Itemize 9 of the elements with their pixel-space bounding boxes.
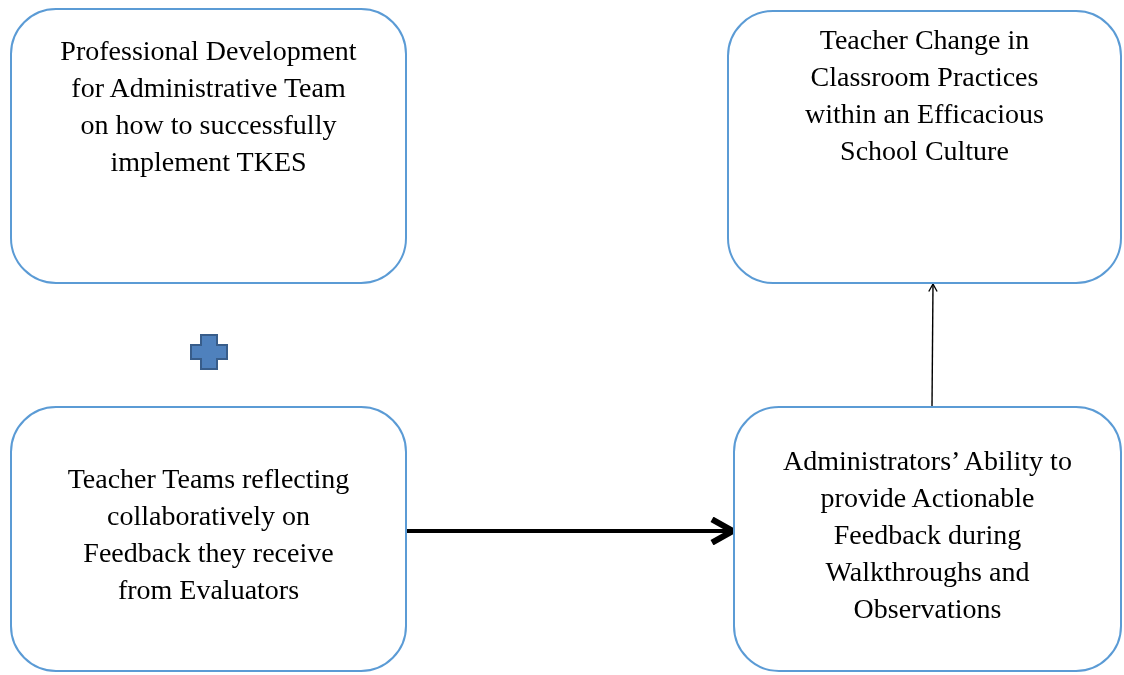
process-box (733, 406, 1122, 672)
box-text: Professional Development for Administrative Team on how to successfully implement TKES (59, 34, 358, 179)
process-box (10, 406, 407, 672)
process-box (727, 10, 1122, 284)
arrow (928, 283, 938, 407)
process-box (10, 8, 407, 284)
box-text: Teacher Change in Classroom Practices within an Efficacious School Culture (804, 23, 1045, 168)
box-text: Teacher Teams reflecting collaboratively on Feedback they receive from Evaluators (66, 462, 351, 607)
box-text: Administrators’ Ability to provide Actionable Feedback during Walkthroughs and Observations (782, 443, 1073, 626)
